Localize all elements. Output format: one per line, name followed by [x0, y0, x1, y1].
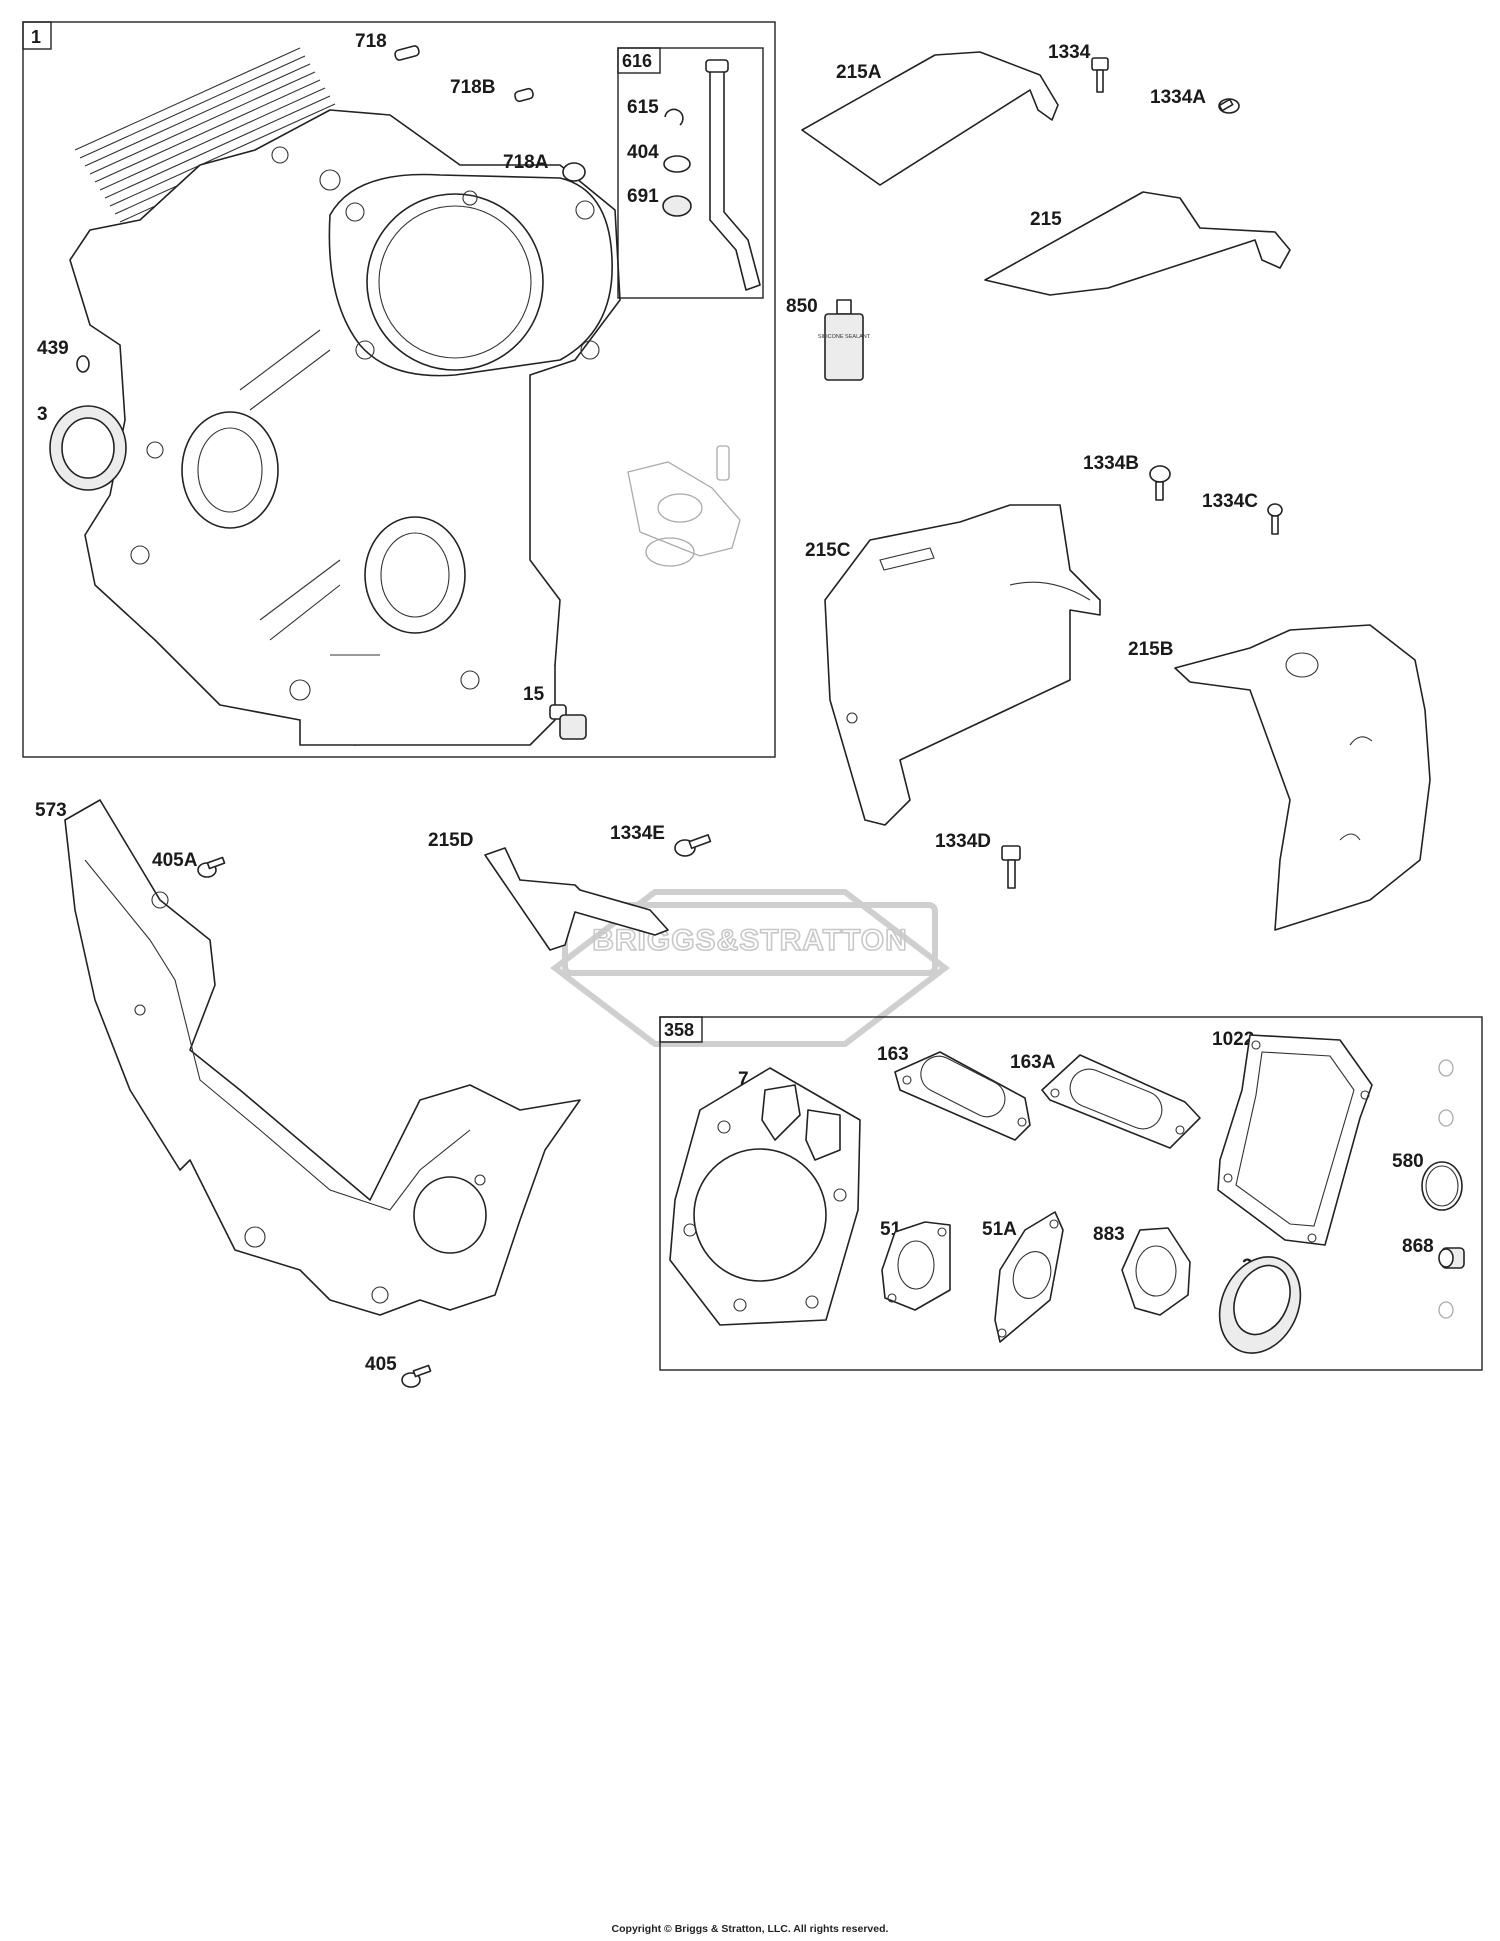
callout-1334C: 1334C [1202, 491, 1258, 512]
callout-1334: 1334 [1048, 42, 1091, 63]
callout-691: 691 [627, 186, 659, 207]
dowel-pin-718 [394, 45, 420, 61]
screw-1334A [1218, 98, 1240, 114]
washer-a [1438, 1059, 1454, 1077]
gasket-883 [1121, 1227, 1191, 1316]
intake-gasket-51A [994, 1211, 1064, 1343]
o-ring-691 [662, 195, 692, 217]
valve-cover-gasket-1022 [1217, 1034, 1373, 1246]
drain-plug-15 [549, 704, 587, 740]
callout-1022: 1022 [1212, 1029, 1254, 1050]
sealant-tube-850: SILICONE SEALANT [818, 299, 871, 381]
head-gasket-7 [669, 1067, 861, 1326]
backplate-573 [64, 799, 581, 1316]
screw-1334E [674, 834, 712, 857]
callout-718B: 718B [450, 77, 495, 98]
screw-1334B [1149, 465, 1171, 501]
oil-seal-3-gasket-set [1218, 1256, 1302, 1354]
callout-573: 573 [35, 800, 67, 821]
tube-label: SILICONE SEALANT [818, 334, 871, 340]
screw-1334C [1267, 503, 1283, 535]
engine-block-drawing [69, 47, 621, 746]
frame-gasket-set: 358 7 163 163A [659, 1016, 1483, 1371]
callout-7: 7 [738, 1069, 749, 1090]
callout-1334B: 1334B [1083, 453, 1139, 474]
exhaust-gasket-163 [894, 1051, 1031, 1141]
bracket-215D [484, 847, 669, 951]
callout-163: 163 [877, 1044, 909, 1065]
callout-1: 1 [31, 27, 41, 47]
callout-51A: 51A [982, 1219, 1017, 1240]
callout-616: 616 [622, 51, 652, 71]
callout-1334D: 1334D [935, 831, 991, 852]
frame-crankcase: 1 [22, 21, 776, 758]
callout-883: 883 [1093, 1224, 1125, 1245]
callout-358: 358 [664, 1020, 694, 1040]
dowel-pin-718B [514, 87, 534, 103]
air-guide-215B [1174, 624, 1431, 931]
bolt-1334D [1001, 845, 1021, 889]
air-guide-215C [824, 504, 1101, 826]
callout-1334E: 1334E [610, 823, 665, 844]
callout-215B: 215B [1128, 639, 1173, 660]
callout-215C: 215C [805, 540, 851, 561]
callout-718A: 718A [503, 152, 549, 173]
copyright-notice: Copyright © Briggs & Stratton, LLC. All … [612, 1923, 889, 1935]
callout-868: 868 [1402, 1236, 1434, 1257]
callout-850: 850 [786, 296, 818, 317]
screw-405A [197, 856, 226, 878]
callout-405: 405 [365, 1354, 397, 1375]
washer-404 [663, 155, 691, 173]
dipstick-tube-616 [705, 59, 761, 291]
bushing-718A [562, 162, 586, 182]
callout-215D: 215D [428, 830, 473, 851]
fitting-868 [1438, 1247, 1465, 1269]
callout-405A: 405A [152, 850, 198, 871]
o-ring-580 [1421, 1161, 1463, 1211]
callout-404: 404 [627, 142, 659, 163]
bolt-1334 [1091, 57, 1109, 93]
callout-615: 615 [627, 97, 659, 118]
air-guide-215A [801, 51, 1059, 186]
callout-1334A: 1334A [1150, 87, 1206, 108]
breather-gasket-outline [627, 445, 741, 567]
washer-b [1438, 1109, 1454, 1127]
washer-439 [76, 355, 90, 373]
oil-seal-3 [49, 405, 127, 491]
callout-215: 215 [1030, 209, 1062, 230]
air-guide-215 [984, 191, 1291, 296]
washer-c [1438, 1301, 1454, 1319]
intake-gasket-51 [881, 1221, 951, 1311]
callout-3-crankcase: 3 [37, 404, 48, 425]
callout-163A: 163A [1010, 1052, 1056, 1073]
callout-215A: 215A [836, 62, 882, 83]
callout-580: 580 [1392, 1151, 1424, 1172]
callout-439: 439 [37, 338, 69, 359]
callout-718: 718 [355, 31, 387, 52]
exhaust-gasket-163A [1041, 1054, 1201, 1149]
e-clip-615 [664, 108, 684, 126]
callout-15: 15 [523, 684, 545, 705]
screw-405 [401, 1364, 432, 1388]
